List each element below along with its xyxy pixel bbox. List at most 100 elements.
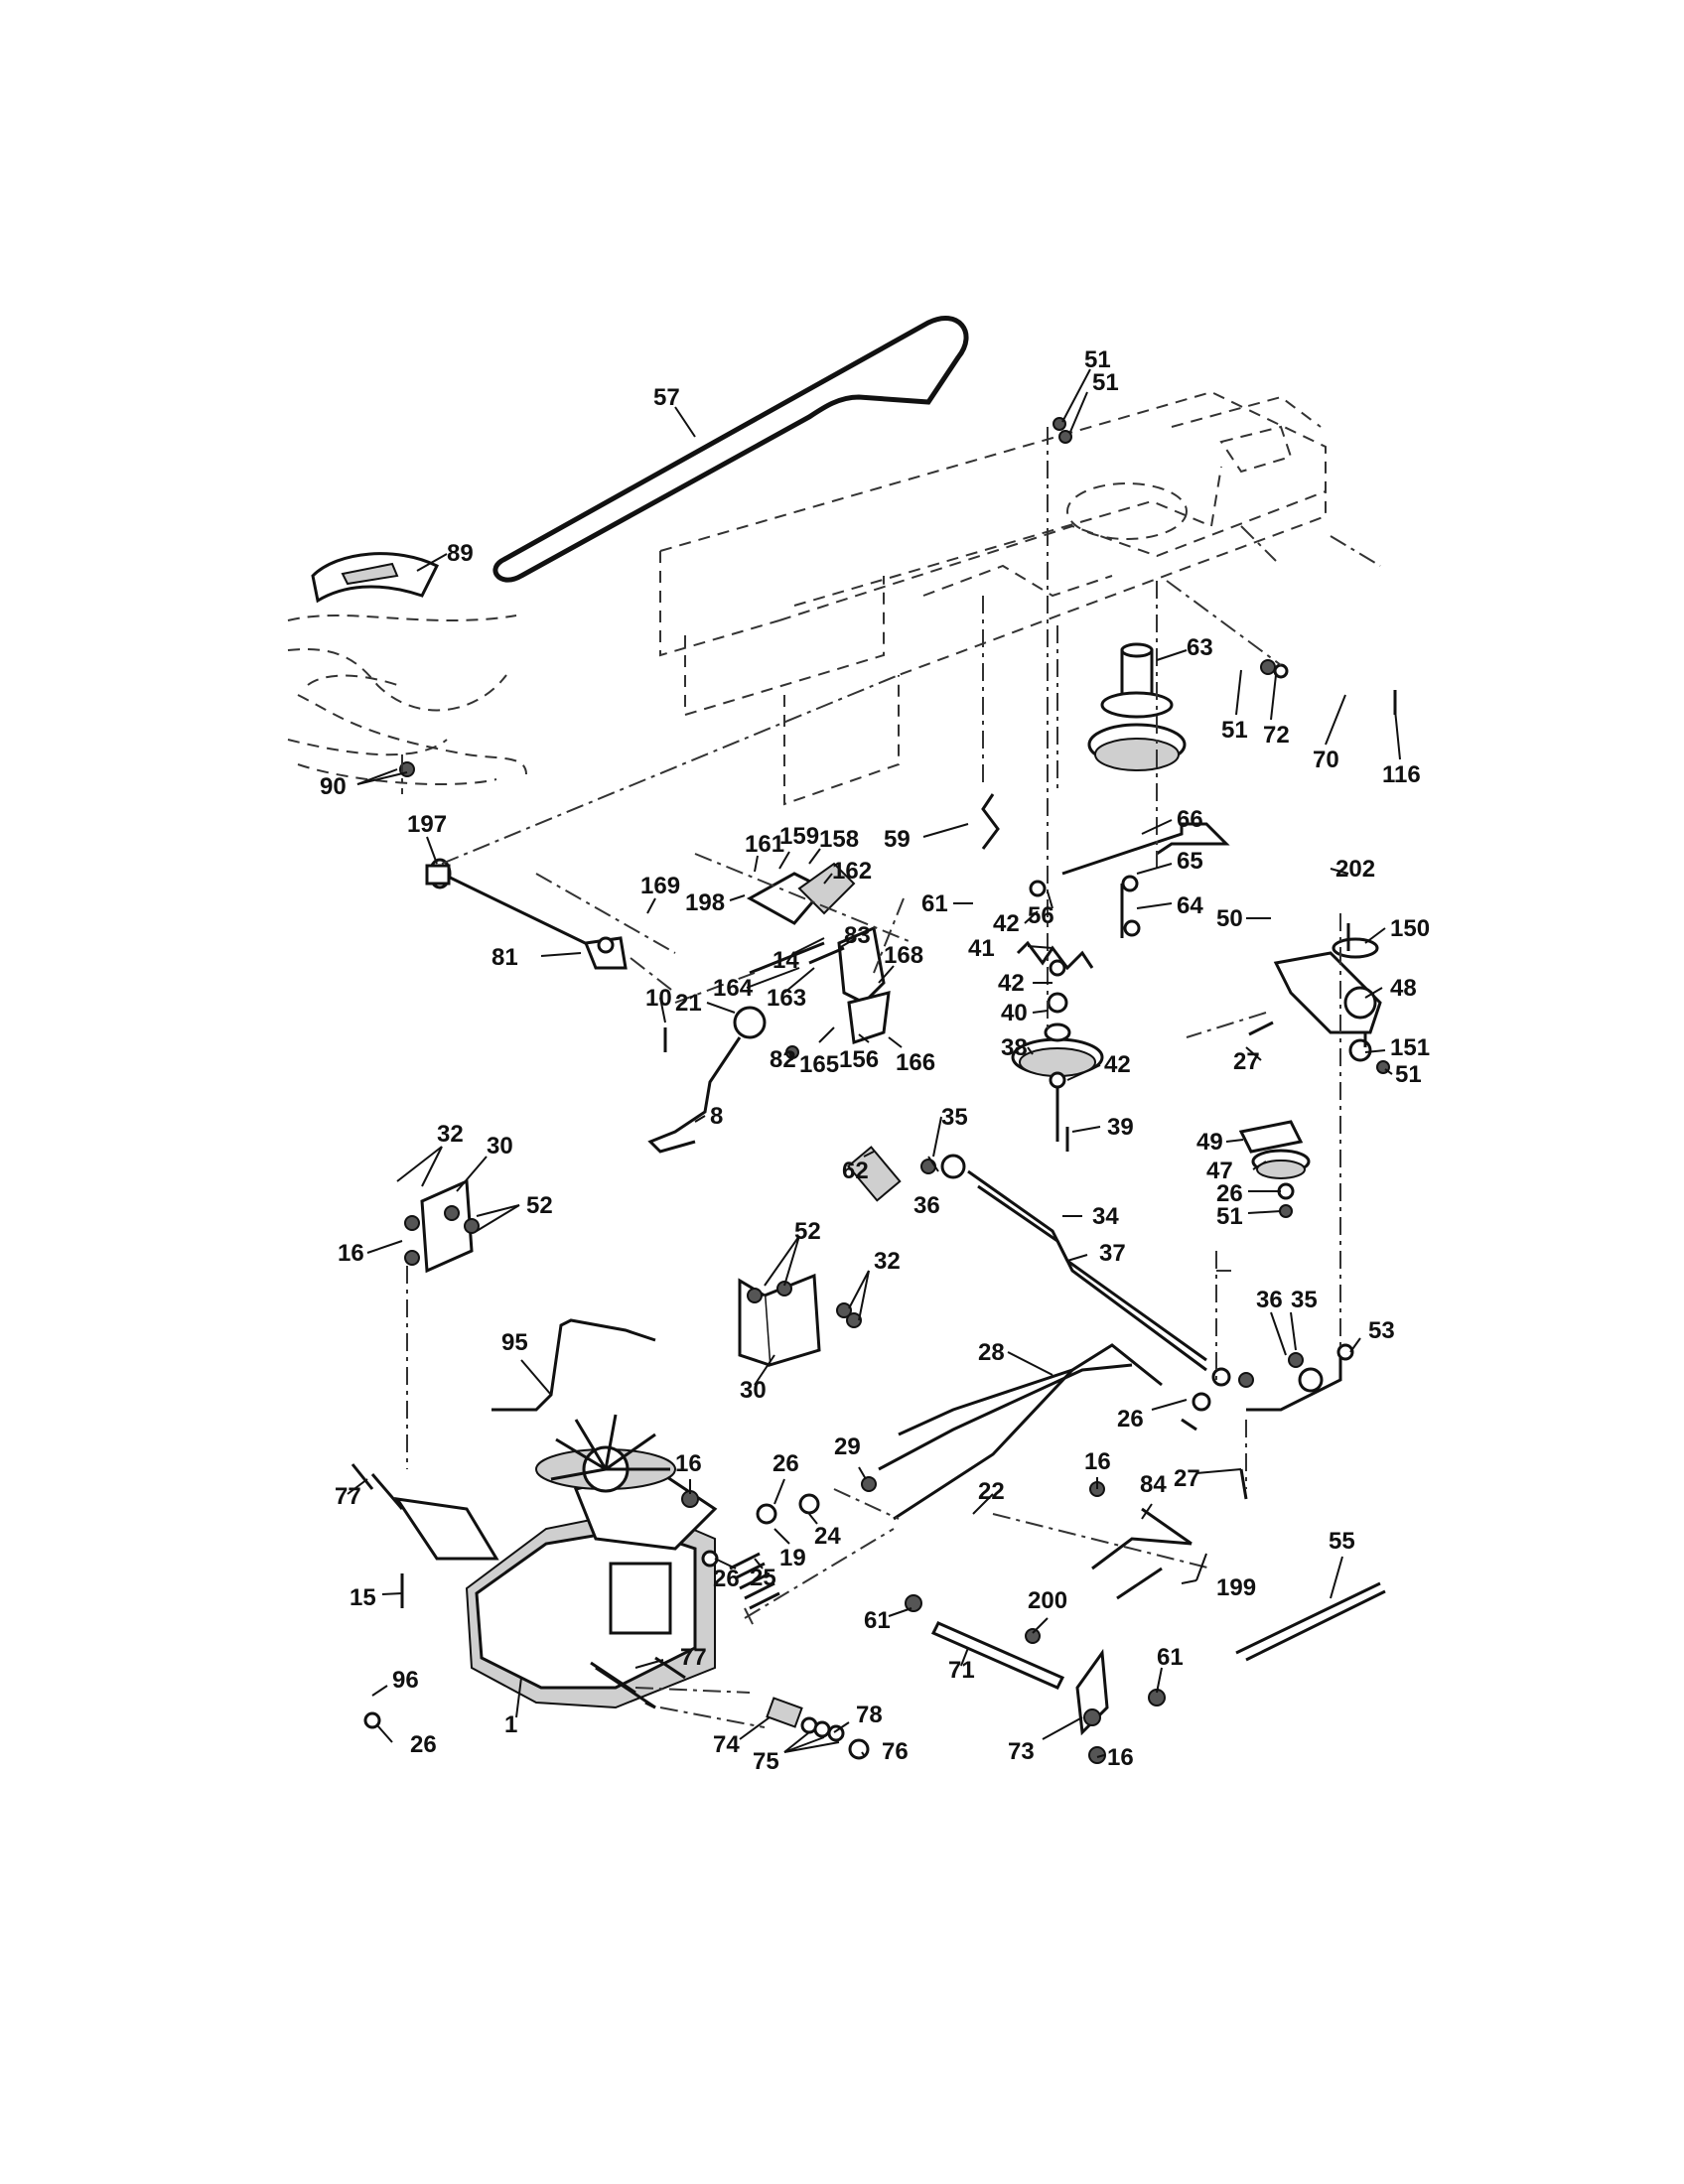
callout-39: 39	[1107, 1114, 1134, 1141]
callout-51: 51	[1395, 1061, 1422, 1088]
callout-51: 51	[1084, 346, 1111, 373]
callout-50: 50	[1216, 905, 1243, 932]
callout-14: 14	[772, 947, 799, 974]
callout-198: 198	[685, 889, 725, 916]
chassis-frame	[659, 390, 1327, 806]
callout-27: 27	[1174, 1465, 1200, 1492]
callout-166: 166	[896, 1049, 935, 1076]
callout-26: 26	[410, 1731, 437, 1758]
callout-34: 34	[1092, 1203, 1119, 1230]
callout-161: 161	[745, 831, 784, 858]
callout-61: 61	[921, 890, 948, 917]
callout-30: 30	[487, 1133, 513, 1160]
axle-parts	[766, 1697, 870, 1760]
callout-26: 26	[1216, 1180, 1243, 1207]
callout-70: 70	[1313, 747, 1339, 773]
callout-47: 47	[1206, 1158, 1233, 1184]
callout-38: 38	[1001, 1034, 1028, 1061]
callout-200: 200	[1028, 1587, 1067, 1614]
callout-66: 66	[1177, 806, 1203, 833]
callout-168: 168	[884, 942, 923, 969]
callout-26: 26	[713, 1566, 740, 1592]
rod-95	[491, 1318, 656, 1412]
rod-53	[1246, 1350, 1342, 1412]
callout-35: 35	[1291, 1287, 1318, 1313]
callout-52: 52	[526, 1192, 553, 1219]
callout-163: 163	[767, 985, 806, 1012]
transaxle	[370, 1414, 718, 1709]
callout-22: 22	[978, 1478, 1005, 1505]
callout-158: 158	[819, 826, 859, 853]
callout-150: 150	[1390, 915, 1430, 942]
callout-21: 21	[675, 990, 702, 1017]
callout-76: 76	[882, 1738, 909, 1765]
callout-1: 1	[504, 1711, 517, 1738]
callout-90: 90	[320, 773, 347, 800]
callout-199: 199	[1216, 1574, 1256, 1601]
callout-48: 48	[1390, 975, 1417, 1002]
callout-42: 42	[993, 910, 1020, 937]
callout-64: 64	[1177, 892, 1203, 919]
callout-96: 96	[392, 1667, 419, 1694]
callout-151: 151	[1390, 1034, 1430, 1061]
callout-25: 25	[750, 1565, 776, 1591]
callout-77: 77	[680, 1644, 707, 1671]
callout-63: 63	[1187, 634, 1213, 661]
callout-55: 55	[1329, 1528, 1355, 1555]
callout-27: 27	[1233, 1048, 1260, 1075]
leader-lines	[347, 368, 1401, 1758]
callout-84: 84	[1140, 1471, 1167, 1498]
callout-59: 59	[884, 826, 911, 853]
callout-32: 32	[437, 1121, 464, 1148]
callout-82: 82	[770, 1046, 796, 1073]
pulley-47	[1238, 1120, 1311, 1179]
pedal-pad	[311, 552, 440, 604]
callout-8: 8	[710, 1103, 723, 1130]
callout-51: 51	[1221, 717, 1248, 744]
hood-outline	[287, 614, 527, 785]
callout-49: 49	[1196, 1129, 1223, 1156]
callout-30: 30	[740, 1377, 767, 1404]
callout-19: 19	[779, 1545, 806, 1571]
callout-162: 162	[832, 858, 872, 885]
cooling-fan	[550, 1414, 670, 1493]
callout-40: 40	[1001, 1000, 1028, 1026]
callout-78: 78	[856, 1702, 883, 1728]
bracket-84	[1091, 1507, 1193, 1600]
callout-83: 83	[844, 922, 871, 949]
callout-164: 164	[713, 975, 754, 1002]
callout-24: 24	[814, 1523, 841, 1550]
callout-53: 53	[1368, 1317, 1395, 1344]
callout-10: 10	[645, 985, 672, 1012]
callout-73: 73	[1008, 1738, 1035, 1765]
callout-36: 36	[1256, 1287, 1283, 1313]
callout-56: 56	[1028, 902, 1054, 929]
linkage-rods	[846, 1146, 1207, 1521]
callout-42: 42	[998, 970, 1025, 997]
callout-74: 74	[713, 1731, 740, 1758]
callout-41: 41	[968, 935, 995, 962]
callout-35: 35	[941, 1104, 968, 1131]
callout-169: 169	[640, 873, 680, 899]
part-labels: 57 51 51 89 90 63 51 72 70 116 197 161 1…	[320, 346, 1430, 1775]
callout-26: 26	[1117, 1406, 1144, 1433]
callout-75: 75	[753, 1748, 779, 1775]
spring-55	[1235, 1581, 1386, 1662]
callout-116: 116	[1382, 761, 1421, 788]
pivot-rod	[425, 858, 628, 970]
idler-bracket	[1273, 937, 1382, 1034]
callout-65: 65	[1177, 848, 1203, 875]
callout-26: 26	[772, 1450, 799, 1477]
bracket-30-upper	[420, 1178, 474, 1274]
alignment-lines	[401, 427, 1381, 1728]
bracket-30-lower	[738, 1273, 821, 1367]
spring-25	[729, 1552, 780, 1610]
callout-42: 42	[1104, 1051, 1131, 1078]
callout-62: 62	[842, 1158, 869, 1184]
brake-lever	[647, 1006, 767, 1154]
callout-156: 156	[839, 1046, 879, 1073]
callout-28: 28	[978, 1339, 1005, 1366]
fasteners	[351, 417, 1397, 1764]
callout-197: 197	[407, 811, 447, 838]
